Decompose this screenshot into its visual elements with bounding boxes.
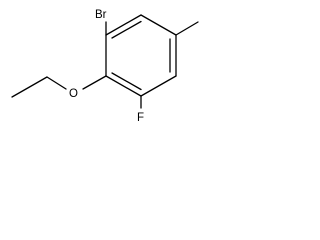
double-bond-inner-c5-c6 xyxy=(111,72,142,91)
bond-ch2-ch3 xyxy=(11,76,48,98)
fluorine-atom-label: F xyxy=(137,112,144,124)
benzene-ring xyxy=(105,14,177,97)
bond-oxygen-ch2 xyxy=(46,76,67,90)
ring-bond-c5-c6 xyxy=(105,75,142,97)
double-bond-inner-c1-c2 xyxy=(111,20,142,39)
ring-bond-c2-c3 xyxy=(140,14,177,36)
oxygen-atom-label: O xyxy=(69,88,78,100)
ring-bond-c4-c5 xyxy=(140,75,177,97)
molecule-structure-diagram: Br O F xyxy=(11,9,199,124)
ring-bond-c1-c2 xyxy=(105,14,142,36)
bond-c6-oxygen xyxy=(82,75,107,90)
bond-c3-methyl xyxy=(175,21,199,36)
bromine-atom-label: Br xyxy=(95,9,107,21)
